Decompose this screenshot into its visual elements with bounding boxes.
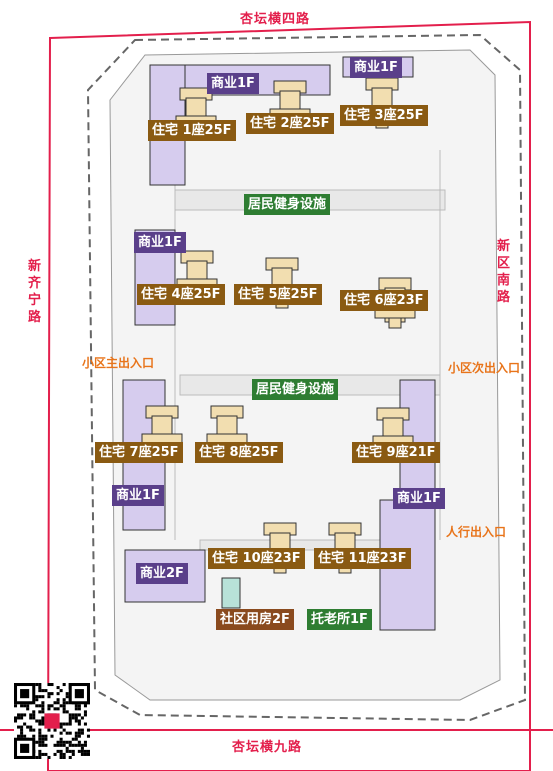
residential-7-label: 住宅 7座25F: [95, 442, 183, 463]
residential-5-label: 住宅 5座25F: [234, 284, 322, 305]
secondary-entrance-label: 小区次出入口: [448, 361, 521, 375]
internal-roads: [174, 150, 446, 551]
road-boundary: [46, 20, 531, 771]
residential-1-label: 住宅 1座25F: [148, 120, 236, 141]
residential-10-label: 住宅 10座23F: [208, 548, 305, 569]
residential-8-label: 住宅 8座25F: [195, 442, 283, 463]
road-west-label: 新齐宁路: [27, 259, 42, 325]
commercial-5-label: 商业1F: [393, 488, 445, 509]
residential-3-label: 住宅 3座25F: [340, 105, 428, 126]
site-boundary: [86, 33, 527, 722]
commercial-4-label: 商业1F: [112, 485, 164, 506]
community-building: [221, 577, 241, 609]
qr-code-icon: [14, 683, 90, 759]
elderly-care-label: 托老所1F: [307, 609, 372, 630]
road-north-label: 杏坛横四路: [240, 12, 311, 27]
main-entrance-label: 小区主出入口: [82, 356, 155, 370]
commercial-2-label: 商业1F: [350, 57, 402, 78]
community-room-label: 社区用房2F: [216, 609, 294, 630]
residential-4-label: 住宅 4座25F: [137, 284, 225, 305]
commercial-6-label: 商业2F: [136, 563, 188, 584]
residential-2-label: 住宅 2座25F: [246, 113, 334, 134]
commercial-3-label: 商业1F: [134, 232, 186, 253]
fitness-facility-2-label: 居民健身设施: [252, 379, 339, 400]
residential-11-label: 住宅 11座23F: [314, 548, 411, 569]
fitness-facility-1-label: 居民健身设施: [244, 194, 331, 215]
road-east-label: 新区南路: [496, 239, 511, 305]
pedestrian-entrance-label: 人行出入口: [446, 525, 507, 539]
residential-9-label: 住宅 9座21F: [352, 442, 440, 463]
road-south-label: 杏坛横九路: [232, 740, 303, 755]
residential-6-label: 住宅 6座23F: [340, 290, 428, 311]
commercial-1-label: 商业1F: [207, 73, 259, 94]
